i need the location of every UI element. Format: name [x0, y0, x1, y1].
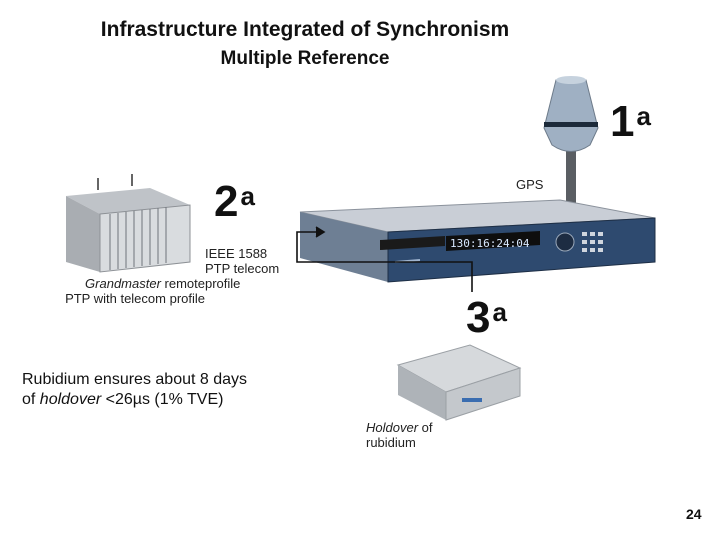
step-marker-1: 1a: [610, 97, 651, 146]
step-marker-3: 3a: [466, 293, 507, 342]
grandmaster-rack-icon: [66, 174, 191, 273]
gps-label: GPS: [516, 177, 544, 192]
synchronization-server-icon: 130:16:24:04: [299, 199, 656, 283]
title-line-2: Multiple Reference: [220, 48, 390, 69]
rubidium-oscillator-icon: [396, 344, 522, 421]
title-line-1: Infrastructure Integrated of Synchronism: [100, 18, 510, 41]
step-marker-2: 2a: [214, 177, 255, 226]
grandmaster-label: Grandmaster remote PTP with telecom prof…: [65, 276, 205, 306]
page-number: 24: [686, 506, 702, 522]
rubidium-note: Rubidium ensures about 8 days of holdove…: [22, 371, 248, 408]
device-display-text: 130:16:24:04: [450, 237, 530, 250]
ieee-1588-label: IEEE 1588 PTP telecom profile: [205, 246, 280, 291]
connection-arrow: [296, 226, 473, 292]
holdover-label: Holdover of rubidium: [366, 420, 433, 450]
